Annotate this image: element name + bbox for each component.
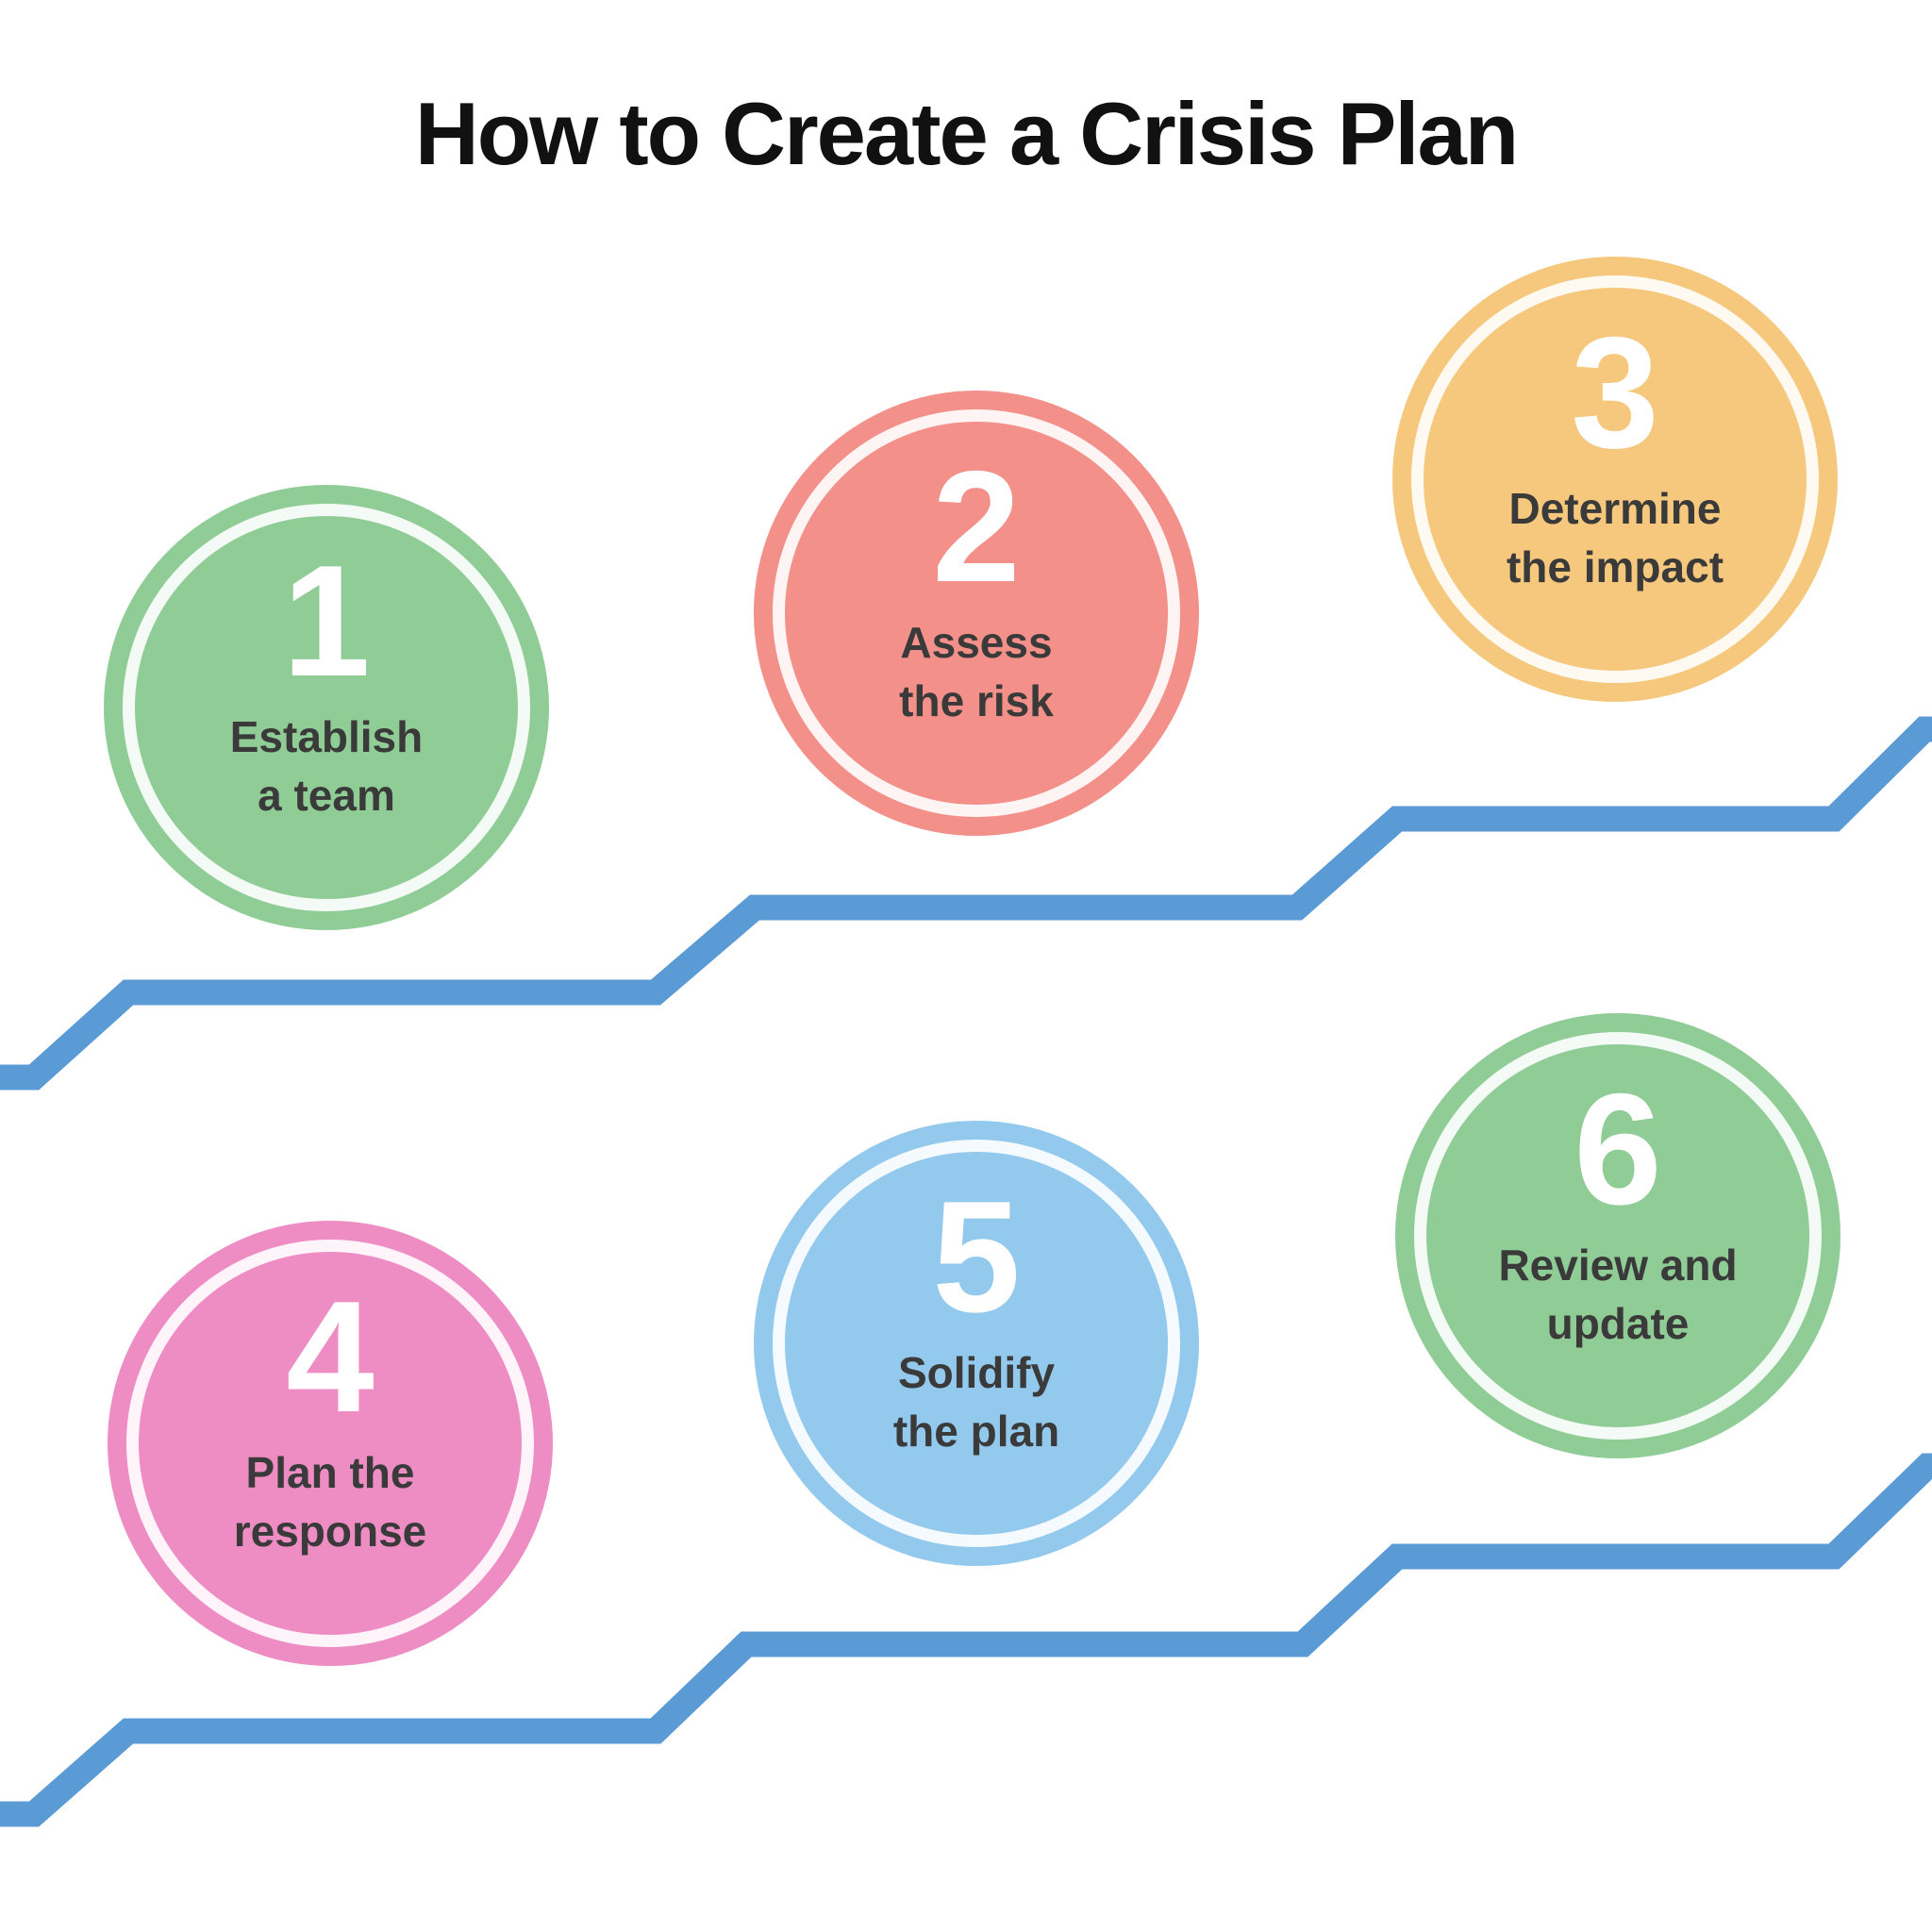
step-number: 1 (282, 532, 371, 709)
step-label-line2: the impact (1506, 542, 1724, 591)
step-label-line1: Plan the (245, 1448, 415, 1497)
step-label: Determine the impact (1507, 479, 1724, 596)
step-label-line1: Determine (1508, 484, 1722, 533)
step-circle: 2 Assess the risk (754, 391, 1199, 836)
step-circle: 6 Review and update (1395, 1013, 1840, 1458)
step-label-line2: response (233, 1507, 427, 1556)
step-label-line2: the plan (892, 1407, 1060, 1456)
step-label-line2: the risk (899, 676, 1054, 725)
step-number: 6 (1574, 1060, 1662, 1238)
step-label: Review and update (1498, 1236, 1737, 1353)
lower-staircase-line (0, 1453, 1932, 1827)
step-label-line2: a team (258, 771, 395, 820)
step-number: 4 (286, 1268, 375, 1445)
step-number: 3 (1571, 304, 1659, 481)
step-circle: 4 Plan the response (108, 1221, 553, 1666)
upper-staircase-line (0, 716, 1932, 1091)
step-label-line1: Review and (1498, 1241, 1738, 1290)
step-label: Plan the response (234, 1443, 427, 1560)
step-label-line1: Establish (229, 712, 424, 761)
step-circle: 1 Establish a team (104, 485, 549, 930)
page-title: How to Create a Crisis Plan (414, 84, 1519, 183)
step-circle: 3 Determine the impact (1392, 257, 1838, 702)
step-label: Establish a team (230, 708, 424, 824)
step-label-line1: Solidify (897, 1348, 1056, 1397)
step-label: Solidify the plan (893, 1343, 1059, 1460)
step-label-line2: update (1546, 1299, 1690, 1348)
step-label: Assess the risk (899, 613, 1054, 730)
step-label-line1: Assess (900, 618, 1053, 667)
step-number: 5 (932, 1168, 1021, 1345)
step-circle: 5 Solidify the plan (754, 1121, 1199, 1566)
step-number: 2 (932, 438, 1021, 615)
